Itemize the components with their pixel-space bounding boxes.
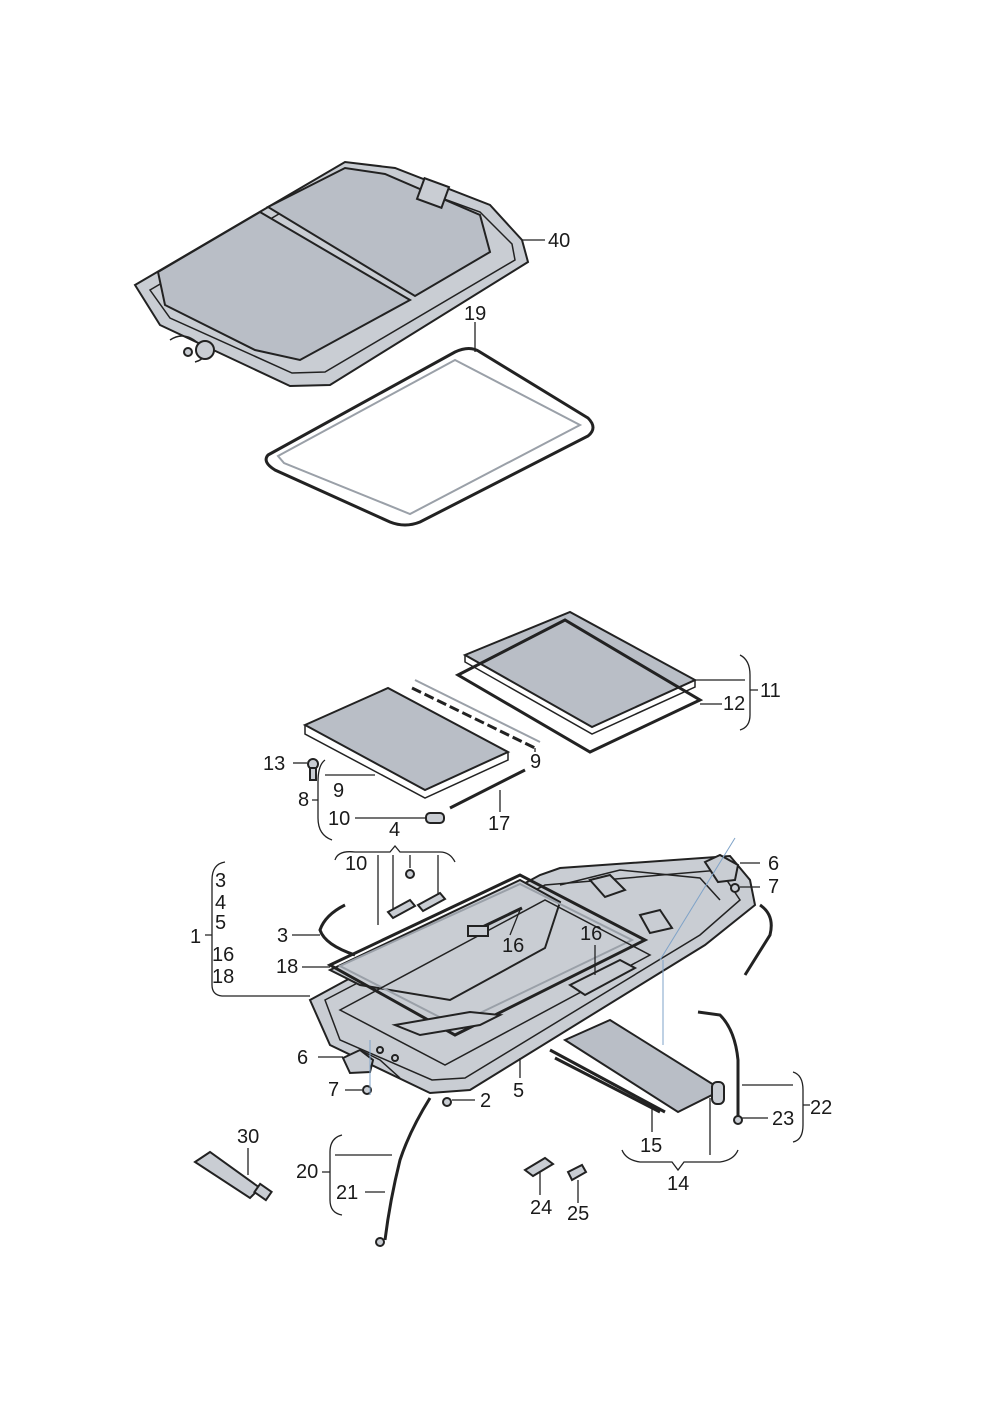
callout-5: 5 — [513, 1080, 524, 1102]
callout-17: 17 — [488, 813, 510, 835]
motor-6[interactable] — [341, 853, 740, 1075]
bolt-13[interactable] — [307, 758, 319, 781]
guide-rail-17[interactable] — [449, 768, 526, 810]
screw-7[interactable] — [362, 883, 740, 1095]
callout-12: 12 — [723, 693, 745, 715]
callout-3: 3 — [277, 925, 288, 947]
callout-2: 2 — [480, 1090, 491, 1112]
sunroof-frame-1[interactable] — [308, 854, 757, 1095]
sunroof-assembly-40[interactable] — [133, 160, 530, 388]
callout-19: 19 — [464, 303, 486, 325]
callout-22: 22 — [810, 1097, 832, 1119]
callout-13: 13 — [263, 753, 285, 775]
callout-20: 20 — [296, 1161, 318, 1183]
roller-blind-rail-15[interactable] — [554, 1056, 661, 1114]
callout-4-top: 4 — [389, 819, 400, 841]
callout-14: 14 — [667, 1173, 689, 1195]
callout-16-list: 16 — [212, 944, 234, 966]
callout-18-list: 18 — [212, 966, 234, 988]
callout-labels: 40 19 11 12 13 8 9 9 10 17 4 10 6 7 3 4 … — [190, 230, 832, 1225]
callout-21: 21 — [336, 1182, 358, 1204]
rear-glass-seal-12[interactable] — [454, 618, 704, 754]
wind-deflector-18[interactable] — [391, 1010, 504, 1037]
glass-seal-9[interactable] — [411, 679, 541, 750]
callout-5-list: 5 — [215, 912, 226, 934]
callout-18: 18 — [276, 956, 298, 978]
bracket-4[interactable] — [386, 869, 447, 920]
callout-6-left: 6 — [297, 1047, 308, 1069]
drain-hose-22[interactable] — [697, 1010, 743, 1125]
callout-7-right: 7 — [768, 876, 779, 898]
clip-24[interactable] — [523, 1156, 555, 1178]
roller-blind-14[interactable] — [549, 1018, 725, 1114]
callout-10-upper: 10 — [328, 808, 350, 830]
guide-16[interactable] — [467, 906, 523, 937]
callout-3-list: 3 — [215, 870, 226, 892]
drain-hose-20[interactable] — [375, 1097, 432, 1247]
callout-4-list: 4 — [215, 892, 226, 914]
guide-right-16[interactable] — [568, 958, 638, 997]
callout-15: 15 — [640, 1135, 662, 1157]
callout-16-center: 16 — [502, 935, 524, 957]
front-glass-panel-8[interactable] — [302, 686, 511, 799]
callout-9-left: 9 — [333, 780, 344, 802]
callout-25: 25 — [567, 1203, 589, 1225]
seal-19[interactable] — [264, 347, 595, 527]
callout-30: 30 — [237, 1126, 259, 1148]
drain-hose-front-3[interactable] — [318, 903, 356, 957]
screw-2[interactable] — [442, 1097, 452, 1107]
callout-9-right: 9 — [530, 751, 541, 773]
callout-11: 11 — [760, 680, 781, 702]
callout-16-right: 16 — [580, 923, 602, 945]
drain-hose-rear-right[interactable] — [743, 903, 773, 976]
clip-25[interactable] — [566, 1163, 588, 1182]
stop-10[interactable] — [425, 812, 445, 824]
callout-24: 24 — [530, 1197, 552, 1219]
callout-7-left: 7 — [328, 1079, 339, 1101]
adhesive-tube-30[interactable] — [193, 1150, 273, 1202]
callout-23: 23 — [772, 1108, 794, 1130]
callout-6-right: 6 — [768, 853, 779, 875]
callout-10-lower: 10 — [345, 853, 367, 875]
leader-lines — [205, 239, 810, 1216]
callout-1: 1 — [190, 926, 201, 948]
callout-40: 40 — [548, 230, 570, 252]
callout-8: 8 — [298, 789, 309, 811]
